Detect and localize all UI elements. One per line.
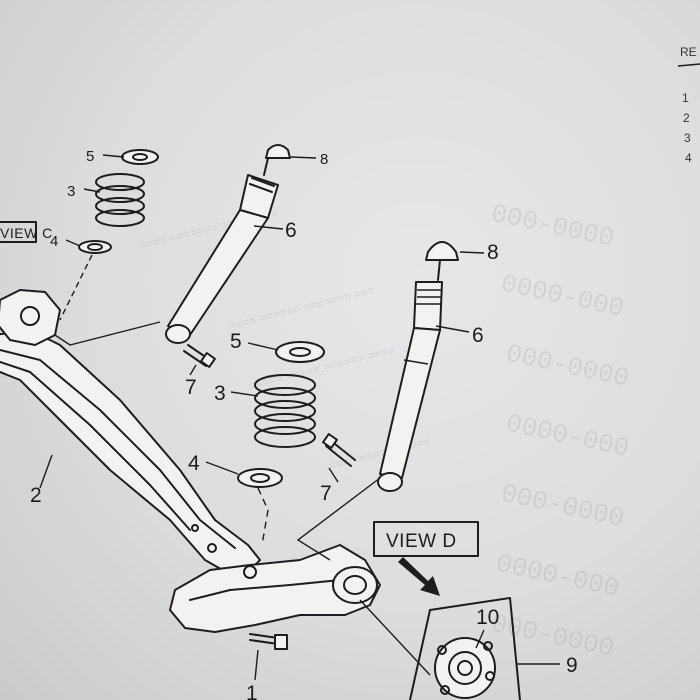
margin-line-2: 2 [683, 111, 690, 125]
svg-text:0000-000: 0000-000 [498, 268, 626, 323]
rear-axle-beam [0, 289, 381, 633]
callout-8-left: 8 [320, 151, 328, 168]
callout-2: 2 [30, 484, 42, 507]
svg-text:VIEW C: VIEW C [0, 225, 53, 241]
view-d-arrow [398, 557, 440, 596]
svg-text:0000-000: 0000-000 [503, 408, 631, 463]
callout-10: 10 [476, 606, 499, 629]
right-spring-assembly [237, 341, 325, 546]
view-c-tag: VIEW C [0, 221, 53, 243]
callout-5-left: 5 [86, 148, 94, 165]
bolt-1 [249, 633, 288, 681]
svg-text:000-0000: 000-0000 [503, 338, 631, 393]
left-spring-assembly [59, 149, 159, 321]
margin-line-3: 3 [684, 131, 691, 145]
svg-text:000-0000: 000-0000 [498, 478, 626, 533]
callout-3-left: 3 [67, 183, 75, 200]
leader-lines [39, 154, 560, 665]
svg-text:VIEW D: VIEW D [386, 531, 457, 552]
margin-header: RE [680, 45, 697, 59]
callout-9: 9 [566, 654, 578, 677]
right-shock-absorber [296, 241, 459, 561]
left-shock-absorber [54, 144, 291, 346]
callout-7-right: 7 [320, 482, 332, 505]
right-margin-column: RE 1 2 3 4 [677, 45, 700, 165]
svg-text:==== ====== ======= ===: ==== ====== ======= === [227, 283, 376, 333]
callout-8-right: 8 [487, 241, 499, 264]
view-d-tag: VIEW D [373, 521, 479, 557]
svg-text:0000-000: 0000-000 [493, 548, 621, 603]
svg-text:=== ====== =====: === ====== ===== [327, 434, 432, 473]
callout-3-right: 3 [214, 382, 226, 405]
callout-5-right: 5 [230, 330, 242, 353]
callout-1: 1 [246, 682, 258, 700]
callout-4-left: 4 [50, 233, 58, 250]
margin-line-4: 4 [685, 151, 692, 165]
margin-line-1: 1 [682, 91, 689, 105]
callout-4-right: 4 [188, 452, 200, 475]
svg-text:000-0000: 000-0000 [488, 608, 616, 663]
hub-bearing-assembly [359, 597, 521, 700]
svg-text:000-0000: 000-0000 [488, 198, 616, 253]
callout-6-right: 6 [472, 324, 484, 347]
callout-numbers: 5 3 4 8 6 8 6 5 3 7 4 7 2 10 9 1 [30, 148, 578, 700]
bolt-7-left [183, 344, 216, 376]
callout-7-left: 7 [185, 376, 197, 399]
bolt-7-right [322, 433, 356, 467]
callout-6-left: 6 [285, 219, 297, 242]
